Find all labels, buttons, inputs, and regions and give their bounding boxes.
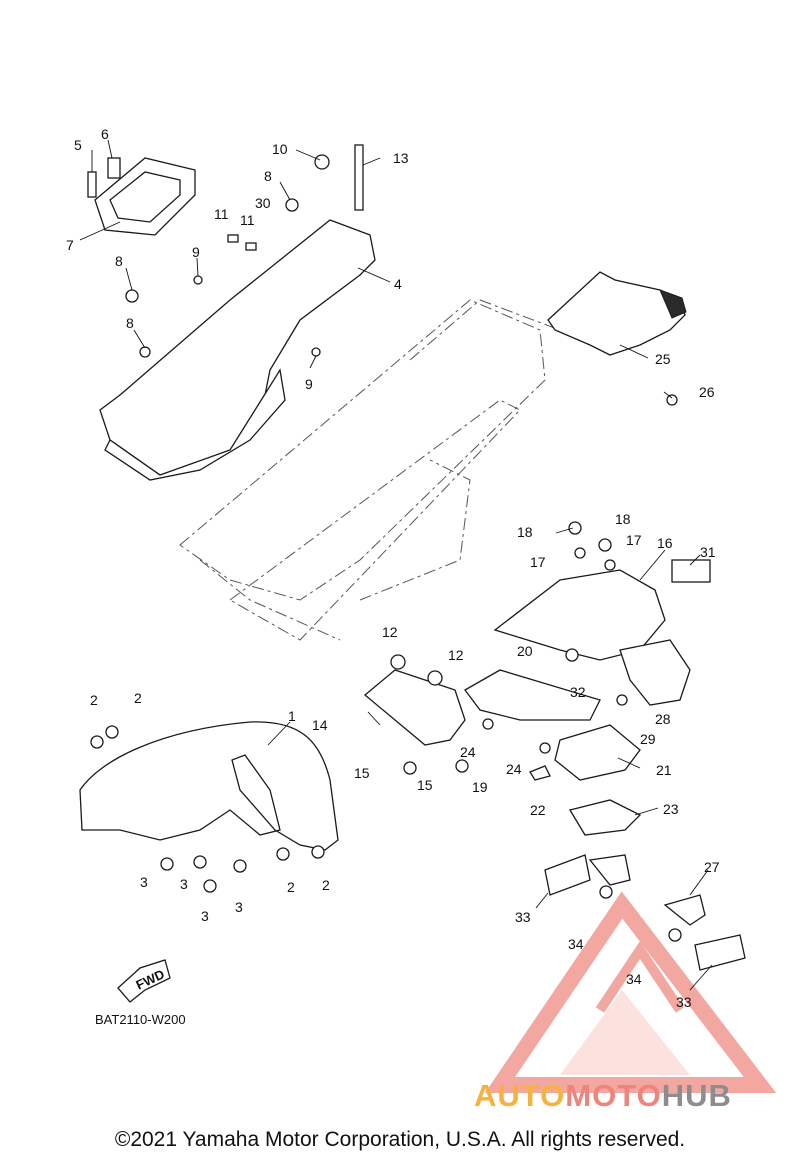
callout-27: 27 — [704, 859, 720, 875]
callout-19: 19 — [472, 779, 488, 795]
fwd-arrow: FWD — [117, 959, 171, 1003]
callout-18: 18 — [615, 511, 631, 527]
callout-15: 15 — [354, 765, 370, 781]
callout-11: 11 — [214, 206, 229, 222]
callout-14: 14 — [312, 717, 328, 733]
callout-8: 8 — [115, 253, 123, 269]
callout-5: 5 — [74, 137, 82, 153]
watermark-logo — [484, 891, 777, 1093]
callout-labels: 1 2 2 2 2 3 3 3 3 4 5 6 7 8 8 8 9 9 10 1… — [66, 126, 720, 1010]
callout-18: 18 — [517, 524, 533, 540]
callout-23: 23 — [663, 801, 679, 817]
brand-auto: AUTO — [474, 1078, 566, 1113]
callout-17: 17 — [530, 554, 546, 570]
callout-15: 15 — [417, 777, 433, 793]
callout-12: 12 — [382, 624, 398, 640]
callout-9: 9 — [305, 376, 313, 392]
callout-4: 4 — [394, 276, 402, 292]
callout-26: 26 — [699, 384, 715, 400]
callout-3: 3 — [235, 899, 243, 915]
seat-tray-assembly — [87, 157, 376, 481]
brand-moto: MOTO — [565, 1078, 662, 1113]
callout-3: 3 — [180, 876, 188, 892]
leader-lines — [79, 139, 713, 991]
license-bracket-assembly — [363, 559, 711, 836]
callout-10: 10 — [272, 141, 288, 157]
callout-32: 32 — [570, 684, 586, 700]
callout-3: 3 — [201, 908, 209, 924]
callout-21: 21 — [656, 762, 672, 778]
callout-11: 11 — [240, 212, 255, 228]
copyright-footer: ©2021 Yamaha Motor Corporation, U.S.A. A… — [114, 1128, 686, 1151]
watermark-brand: AUTOMOTOHUB — [474, 1078, 732, 1114]
hardware-parts — [90, 144, 682, 942]
callout-34: 34 — [568, 936, 584, 952]
callout-30: 30 — [255, 195, 271, 211]
callout-2: 2 — [90, 692, 98, 708]
callout-29: 29 — [640, 731, 656, 747]
callout-34: 34 — [626, 971, 642, 987]
callout-1: 1 — [288, 708, 296, 724]
callout-31: 31 — [700, 544, 716, 560]
callout-24: 24 — [506, 761, 522, 777]
brand-hub: HUB — [661, 1078, 732, 1113]
callout-20: 20 — [517, 643, 533, 659]
front-fender — [79, 721, 339, 851]
frame-outline — [179, 299, 561, 641]
diagram-ref-code: BAT2110-W200 — [95, 1012, 186, 1027]
callout-33: 33 — [676, 994, 692, 1010]
callout-22: 22 — [530, 802, 546, 818]
callout-2: 2 — [134, 690, 142, 706]
callout-17: 17 — [626, 532, 642, 548]
callout-25: 25 — [655, 351, 671, 367]
callout-13: 13 — [393, 150, 409, 166]
callout-2: 2 — [322, 877, 330, 893]
callout-2: 2 — [287, 879, 295, 895]
reflector-assembly — [544, 854, 746, 971]
callout-8: 8 — [264, 168, 272, 184]
callout-12: 12 — [448, 647, 464, 663]
callout-7: 7 — [66, 237, 74, 253]
callout-6: 6 — [101, 126, 109, 142]
callout-9: 9 — [192, 244, 200, 260]
tail-cowl — [547, 271, 687, 356]
callout-16: 16 — [657, 535, 673, 551]
callout-24: 24 — [460, 744, 476, 760]
callout-33: 33 — [515, 909, 531, 925]
callout-8: 8 — [126, 315, 134, 331]
callout-28: 28 — [655, 711, 671, 727]
callout-3: 3 — [140, 874, 148, 890]
